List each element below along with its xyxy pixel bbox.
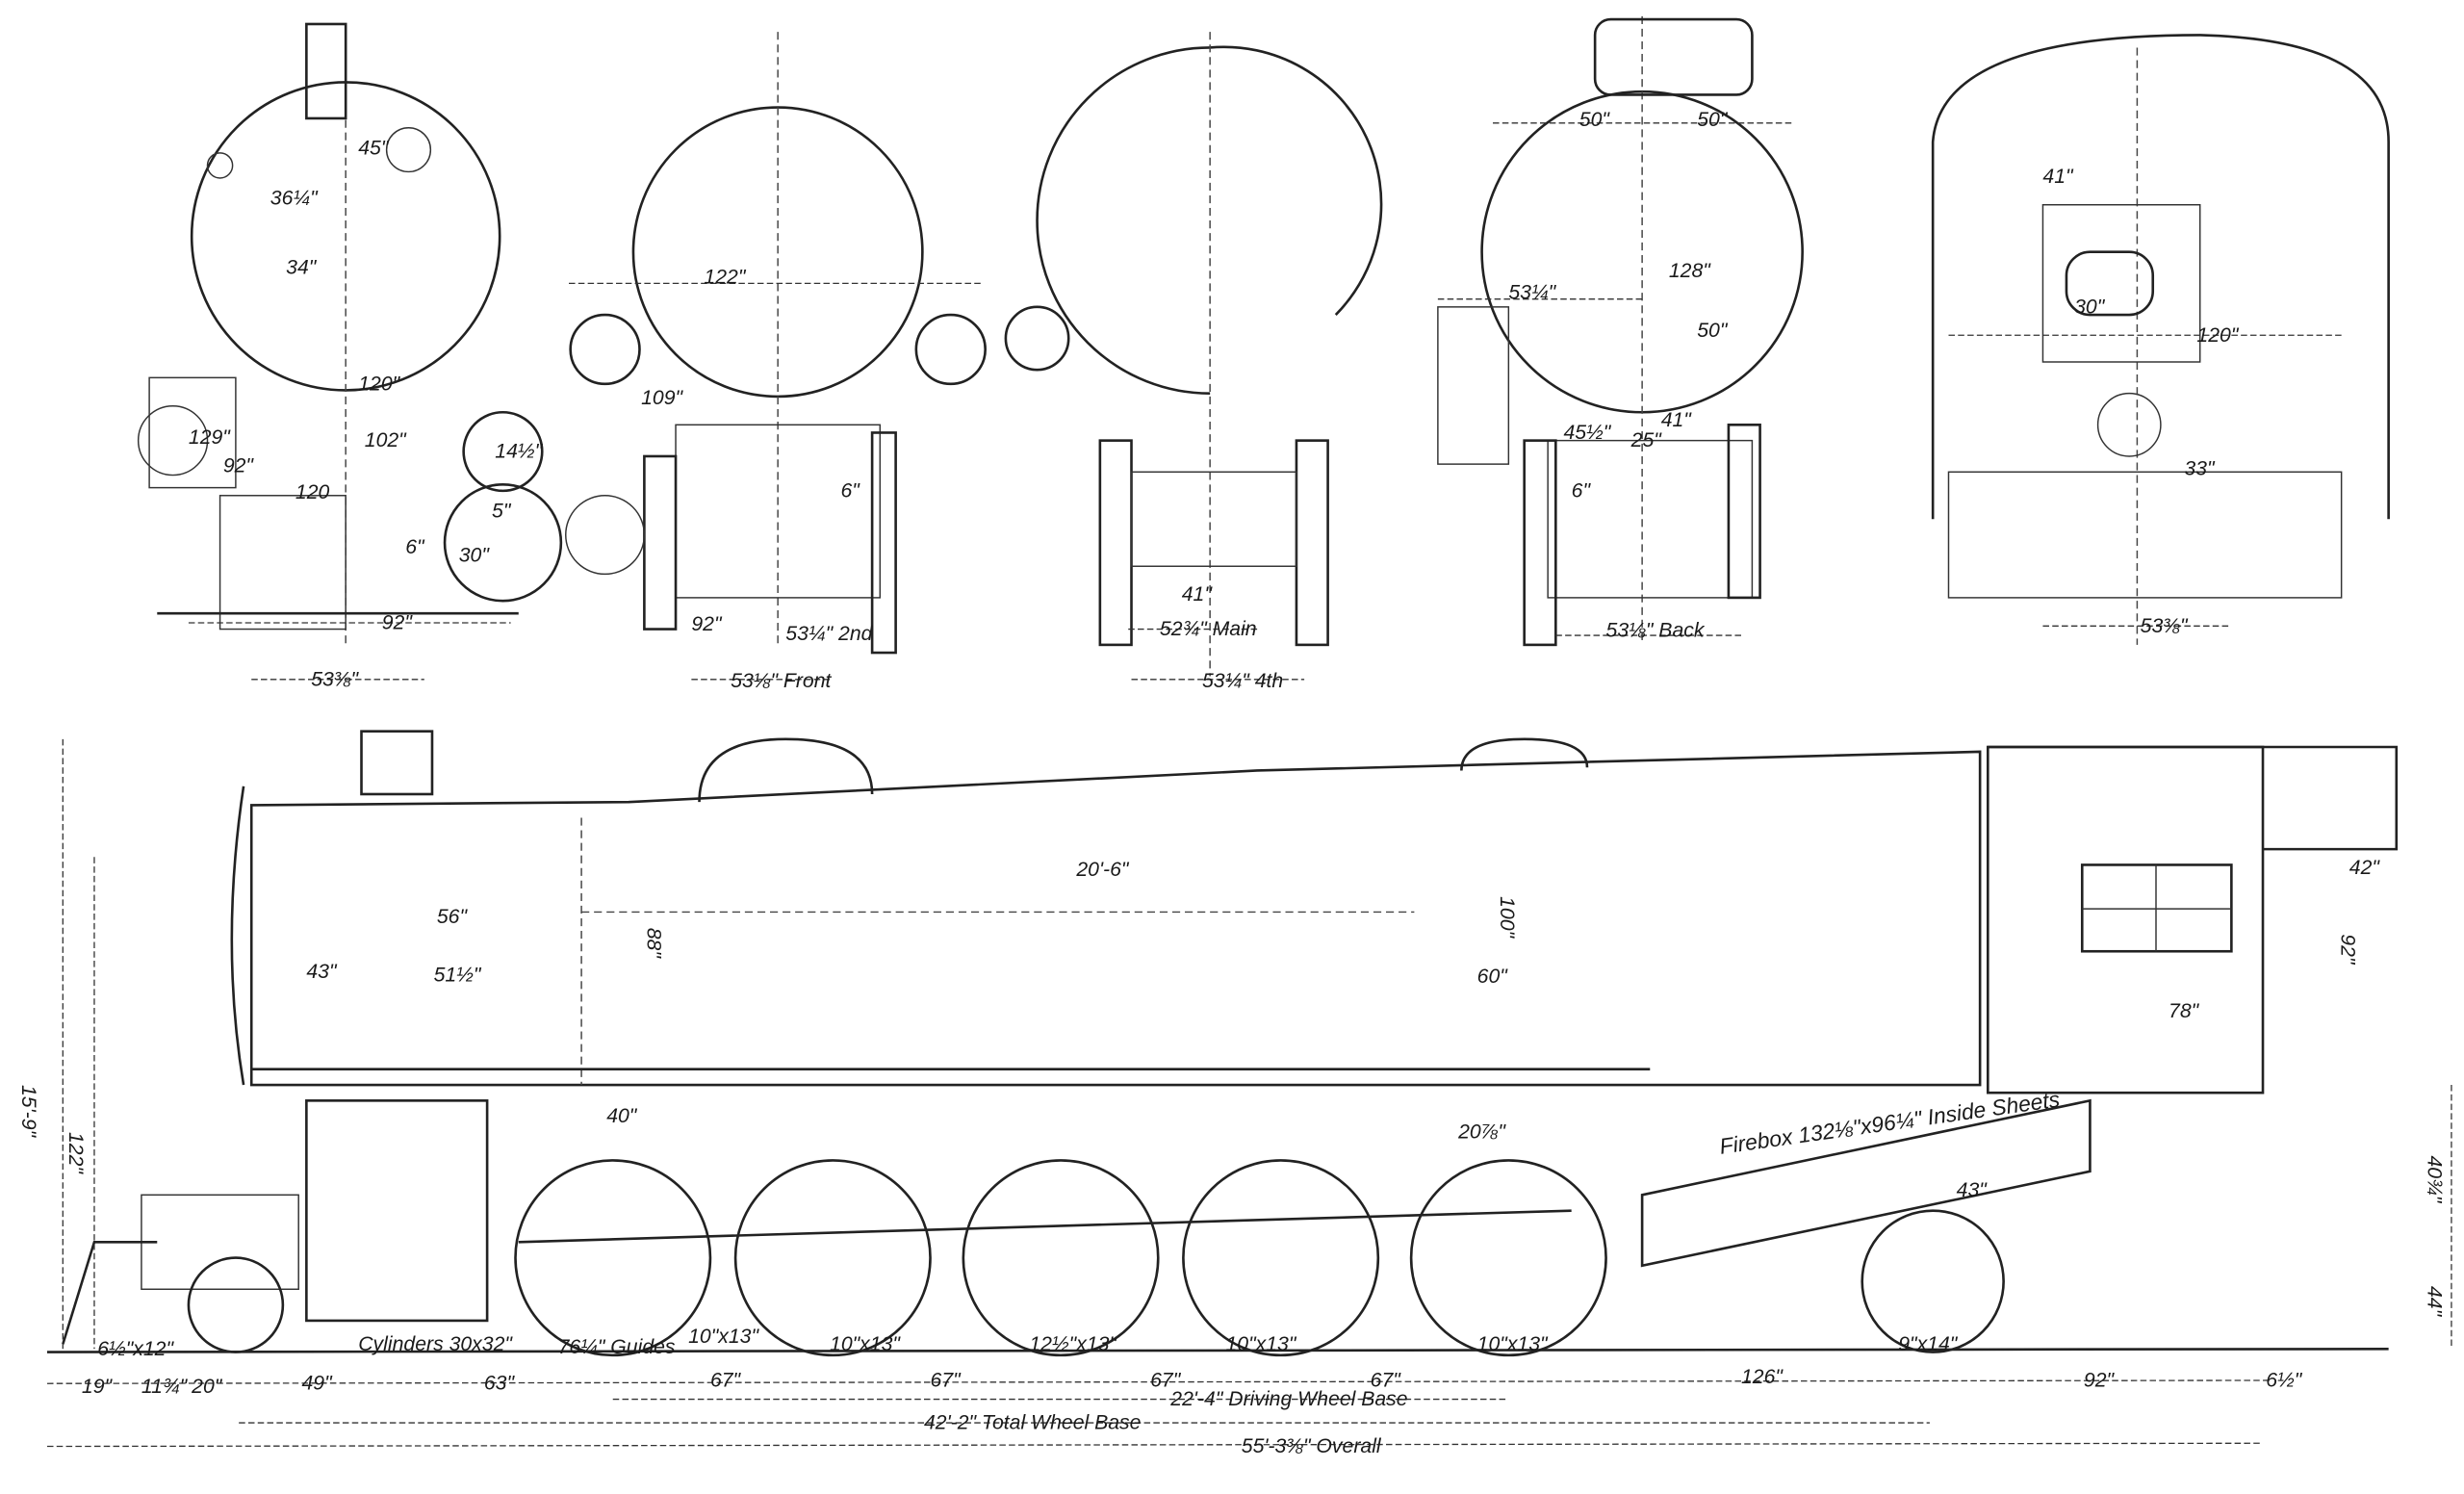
dim-label: 43" xyxy=(306,961,338,983)
journal-label: Cylinders 30x32" xyxy=(358,1333,513,1355)
dim-label: 6" xyxy=(405,536,425,558)
dim-label: 50" xyxy=(1697,109,1729,131)
dim-label: 41" xyxy=(1661,409,1693,431)
journal-label: 6½"x12" xyxy=(97,1338,174,1360)
dim-label: 53⅛" Front xyxy=(731,670,832,692)
end-view-cab xyxy=(1931,34,2390,645)
dim-label: 15'-9" xyxy=(17,1085,39,1139)
dim-label: 14½" xyxy=(495,441,543,463)
spacing-label: 67" xyxy=(710,1369,742,1391)
dim-label: 45" xyxy=(358,137,390,159)
dim-label: 60" xyxy=(1477,966,1509,988)
spacing-label: 67" xyxy=(1371,1369,1402,1391)
dim-label: 102" xyxy=(365,429,407,451)
end-view-section-back xyxy=(1437,15,1804,647)
dim-label: 122" xyxy=(64,1132,87,1174)
dim-label: 120" xyxy=(2196,324,2239,347)
spacing-label: 126" xyxy=(1741,1366,1784,1388)
dim-label: 51½" xyxy=(434,964,482,986)
spacing-label: 11¾" xyxy=(141,1376,189,1398)
dim-label: 30" xyxy=(2074,296,2106,318)
dim-label: 53¼" 4th xyxy=(1202,670,1283,692)
dim-label: 92" xyxy=(691,613,723,635)
end-view-front xyxy=(137,22,563,681)
dim-label: 56" xyxy=(437,906,469,928)
end-view-section-front xyxy=(565,32,987,681)
dim-label: 41" xyxy=(1182,583,1214,605)
dim-label: 44" xyxy=(2423,1286,2445,1318)
dim-label: 20'-6" xyxy=(1075,859,1130,881)
dim-label: 78" xyxy=(2169,1000,2200,1022)
spacing-label: 67" xyxy=(931,1369,962,1391)
dim-label: 34" xyxy=(286,257,318,279)
dim-label: 122" xyxy=(704,266,746,288)
dim-label: 52¾" Main xyxy=(1160,618,1257,640)
dim-label: 20⅞" xyxy=(1457,1121,1506,1144)
dim-label: 6" xyxy=(1572,479,1592,502)
end-view-section-main xyxy=(1004,32,1383,681)
dim-label: 100" xyxy=(1496,896,1518,939)
dim-label: 45½" xyxy=(1563,422,1611,444)
dim-label: 6" xyxy=(840,479,860,502)
overall-length-label: 55'-3⅜" Overall xyxy=(1242,1435,1382,1457)
dim-label: 36¼" xyxy=(270,188,319,210)
side-elevation xyxy=(46,730,2452,1448)
journal-label: 9"x14" xyxy=(1898,1333,1959,1355)
dim-label: 40¾" xyxy=(2423,1155,2445,1203)
spacing-label: 49" xyxy=(301,1373,333,1395)
dim-label: 53⅛" Back xyxy=(1606,620,1706,642)
dim-label: 92" xyxy=(2337,934,2359,966)
journal-label: 10"x13" xyxy=(1477,1333,1549,1355)
dim-label: 33" xyxy=(2184,458,2216,480)
dim-label: 128" xyxy=(1669,260,1711,282)
total-wheelbase-label: 42'-2" Total Wheel Base xyxy=(924,1412,1142,1434)
dim-label: 25" xyxy=(1630,429,1663,451)
journal-label: 76¼" Guides xyxy=(558,1336,676,1358)
wheelbase-dimensions: 19" 11¾" 20" 49" 63" 67" 67" 67" 67" 126… xyxy=(82,1366,2303,1457)
spacing-label: 67" xyxy=(1150,1369,1182,1391)
dim-label: 41" xyxy=(2042,166,2074,188)
driving-wheelbase-label: 22'-4" Driving Wheel Base xyxy=(1169,1388,1407,1410)
dim-label: 5" xyxy=(492,501,512,523)
journal-label: 12½"x13" xyxy=(1029,1333,1117,1355)
dim-label: 53⅜" xyxy=(311,668,359,690)
dim-label: 30" xyxy=(459,544,491,566)
dim-label: 53¼" xyxy=(1508,282,1556,304)
spacing-label: 6½" xyxy=(2266,1369,2302,1391)
dim-label: 120" xyxy=(358,373,400,395)
dim-label: 129" xyxy=(189,426,231,449)
journal-label: 10"x13" xyxy=(688,1326,759,1348)
journal-label: 10"x13" xyxy=(830,1333,901,1355)
dim-label: 50" xyxy=(1697,320,1729,342)
dim-label: 92" xyxy=(223,454,255,477)
dim-label: 50" xyxy=(1579,109,1611,131)
dim-label: 42" xyxy=(2349,857,2381,879)
dim-label: 92" xyxy=(382,612,414,634)
spacing-label: 20" xyxy=(191,1376,223,1398)
dim-label: 43" xyxy=(1957,1179,1989,1201)
dim-label: 53¼" 2nd xyxy=(785,623,873,645)
dim-label: 53⅜" xyxy=(2141,615,2189,637)
dim-label: 88" xyxy=(643,928,665,960)
dim-label: 40" xyxy=(606,1105,638,1127)
dim-label: 109" xyxy=(641,387,683,409)
dim-label: 120 xyxy=(295,481,330,503)
spacing-label: 63" xyxy=(484,1373,516,1395)
journal-label: 10"x13" xyxy=(1225,1333,1296,1355)
firebox-label: Firebox 132⅛"x96¼" Inside Sheets xyxy=(1718,1086,2062,1158)
spacing-label: 19" xyxy=(82,1376,114,1398)
spacing-label: 92" xyxy=(2084,1369,2116,1391)
